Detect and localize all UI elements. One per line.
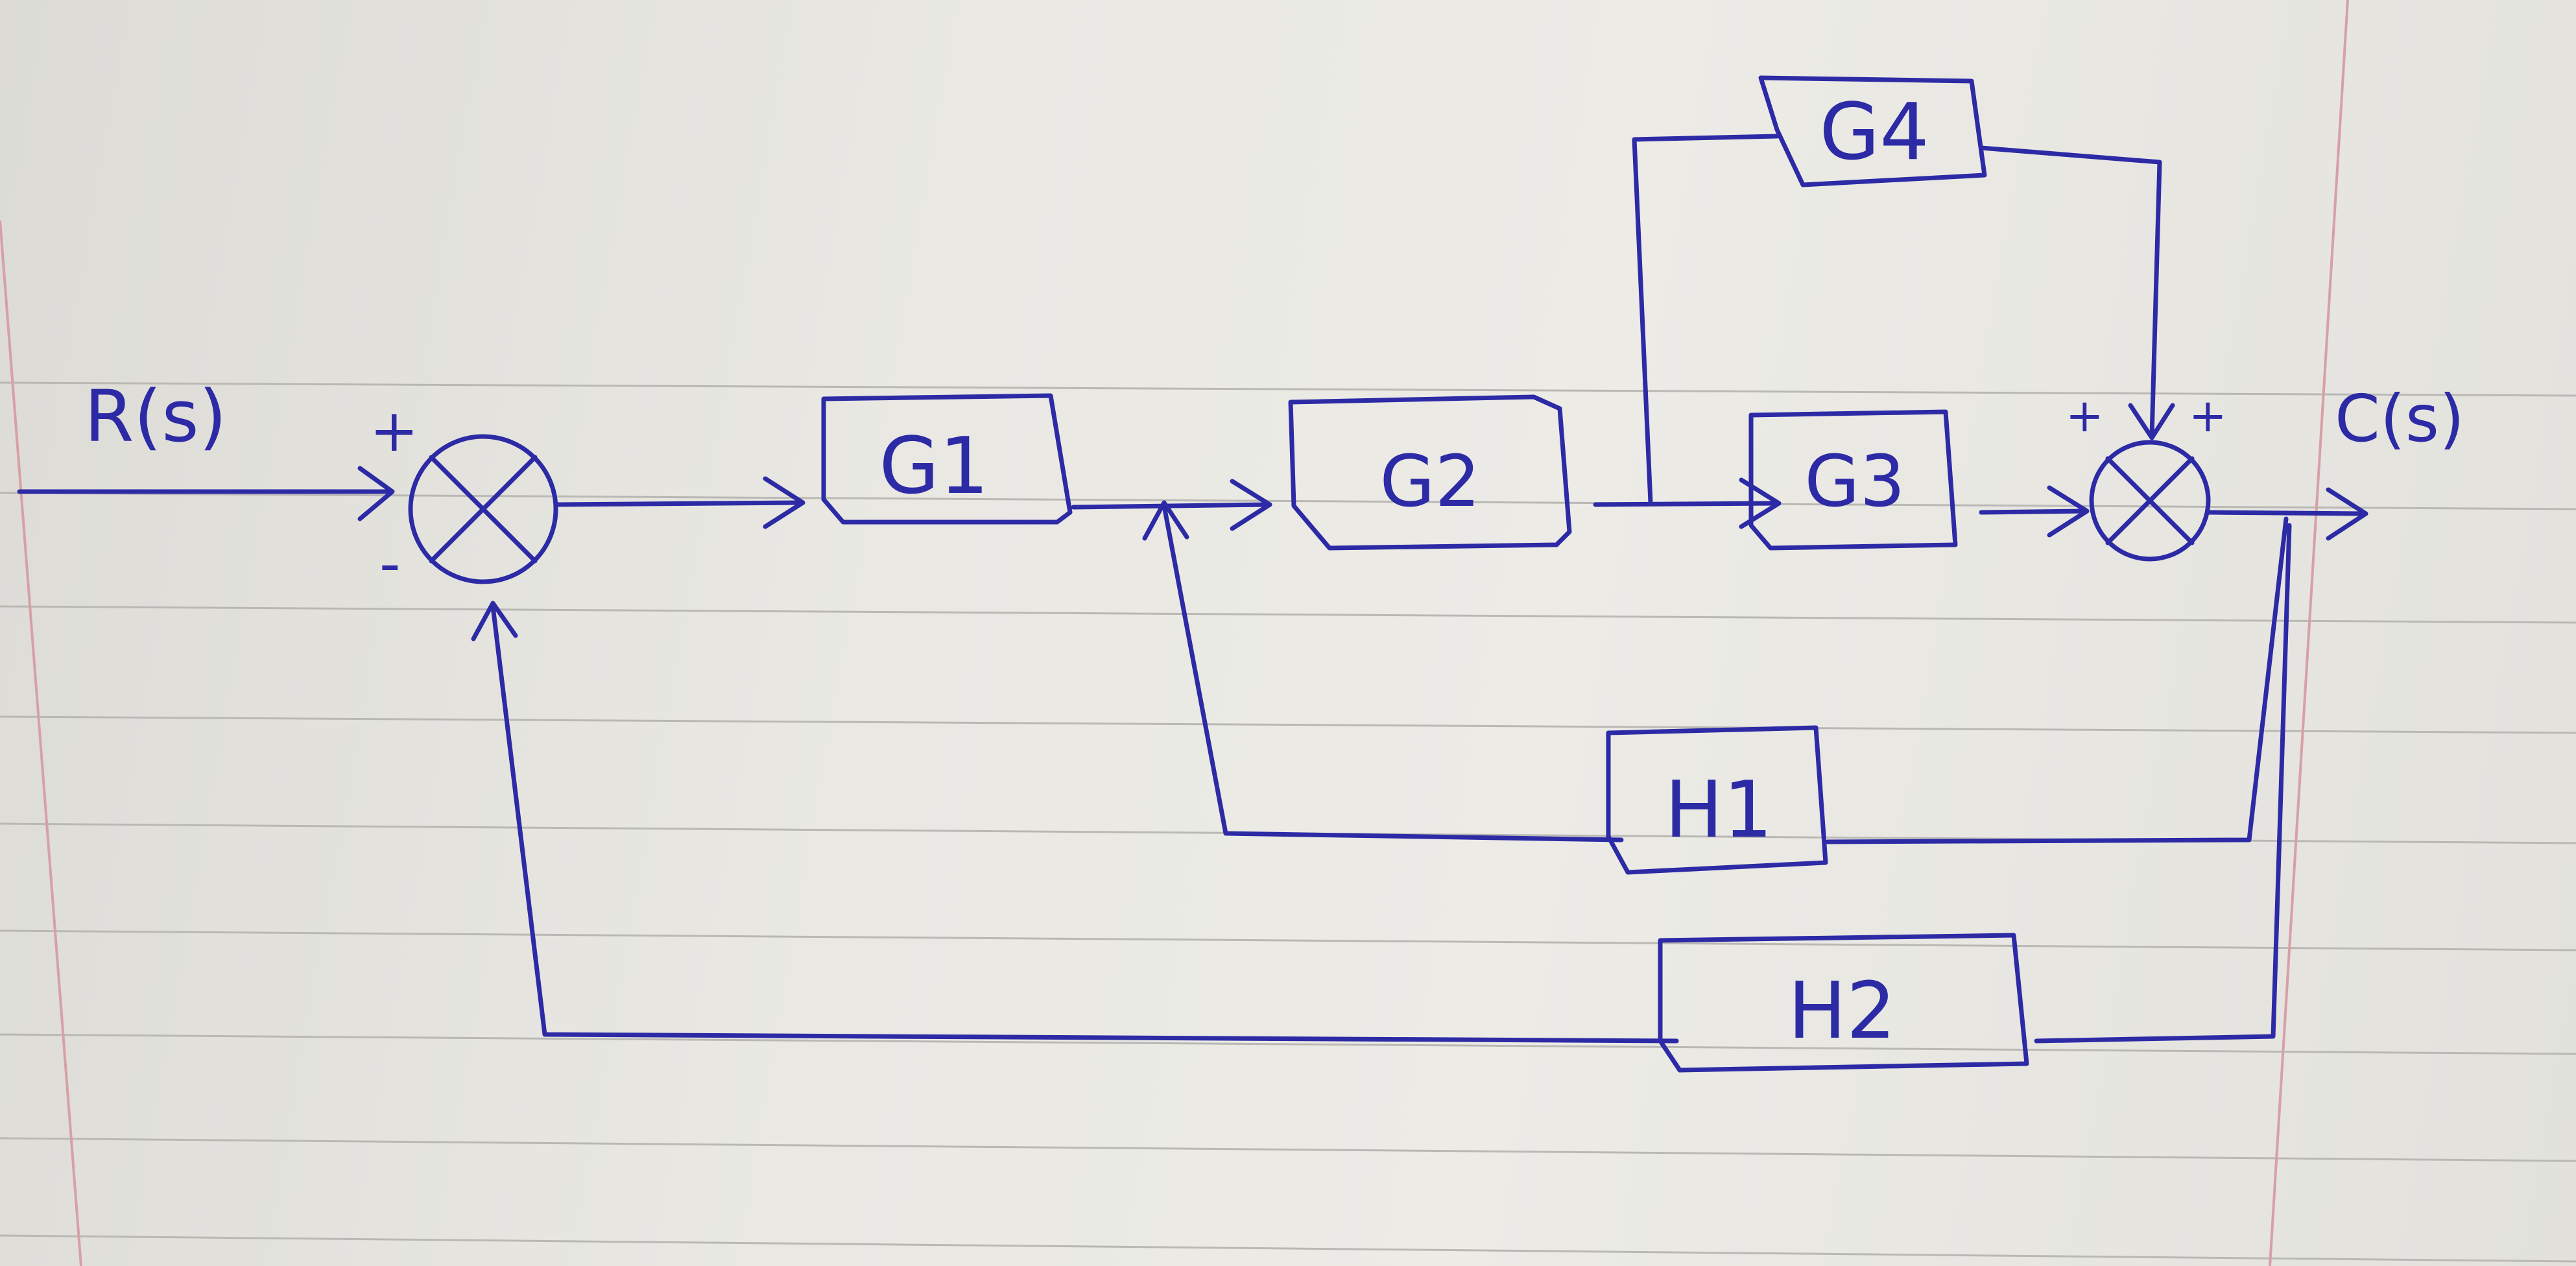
junction1-bottom-sign: - bbox=[379, 530, 400, 598]
h1-feedback-path bbox=[1142, 500, 2289, 844]
h2-feedback-path bbox=[471, 523, 2292, 1044]
margin-lines bbox=[0, 0, 2349, 1266]
g4-feedforward-path bbox=[1632, 134, 2175, 505]
junction1-top-sign: + bbox=[370, 397, 418, 465]
arrow-g2-to-g3 bbox=[1593, 477, 1782, 529]
input-signal-line bbox=[17, 466, 395, 521]
summing-junction-1 bbox=[408, 434, 558, 584]
block-g4-label: G4 bbox=[1819, 88, 1929, 178]
input-label: R(s) bbox=[84, 375, 227, 458]
block-h1: H1 bbox=[1606, 725, 1828, 875]
block-h2-label: H2 bbox=[1788, 966, 1896, 1057]
arrow-g3-to-j2 bbox=[1979, 485, 2090, 538]
block-g3-label: G3 bbox=[1804, 440, 1905, 523]
block-g2-label: G2 bbox=[1379, 440, 1480, 523]
output-label: C(s) bbox=[2335, 381, 2464, 457]
arrow-j1-to-g1 bbox=[554, 476, 805, 529]
block-g1-label: G1 bbox=[879, 422, 988, 512]
output-signal-line bbox=[2206, 487, 2368, 541]
summing-junction-2 bbox=[2089, 440, 2211, 562]
block-g2: G2 bbox=[1288, 394, 1572, 551]
block-h1-label: H1 bbox=[1665, 765, 1773, 855]
block-h2: H2 bbox=[1658, 933, 2029, 1073]
arrow-g1-to-g2 bbox=[1071, 479, 1272, 531]
ruled-lines bbox=[0, 381, 2576, 1263]
block-g4: G4 bbox=[1758, 75, 1987, 187]
block-g3: G3 bbox=[1748, 409, 1958, 551]
block-g1: G1 bbox=[821, 393, 1073, 525]
junction2-right-sign: + bbox=[2189, 389, 2227, 442]
junction2-left-sign: + bbox=[2066, 389, 2104, 442]
